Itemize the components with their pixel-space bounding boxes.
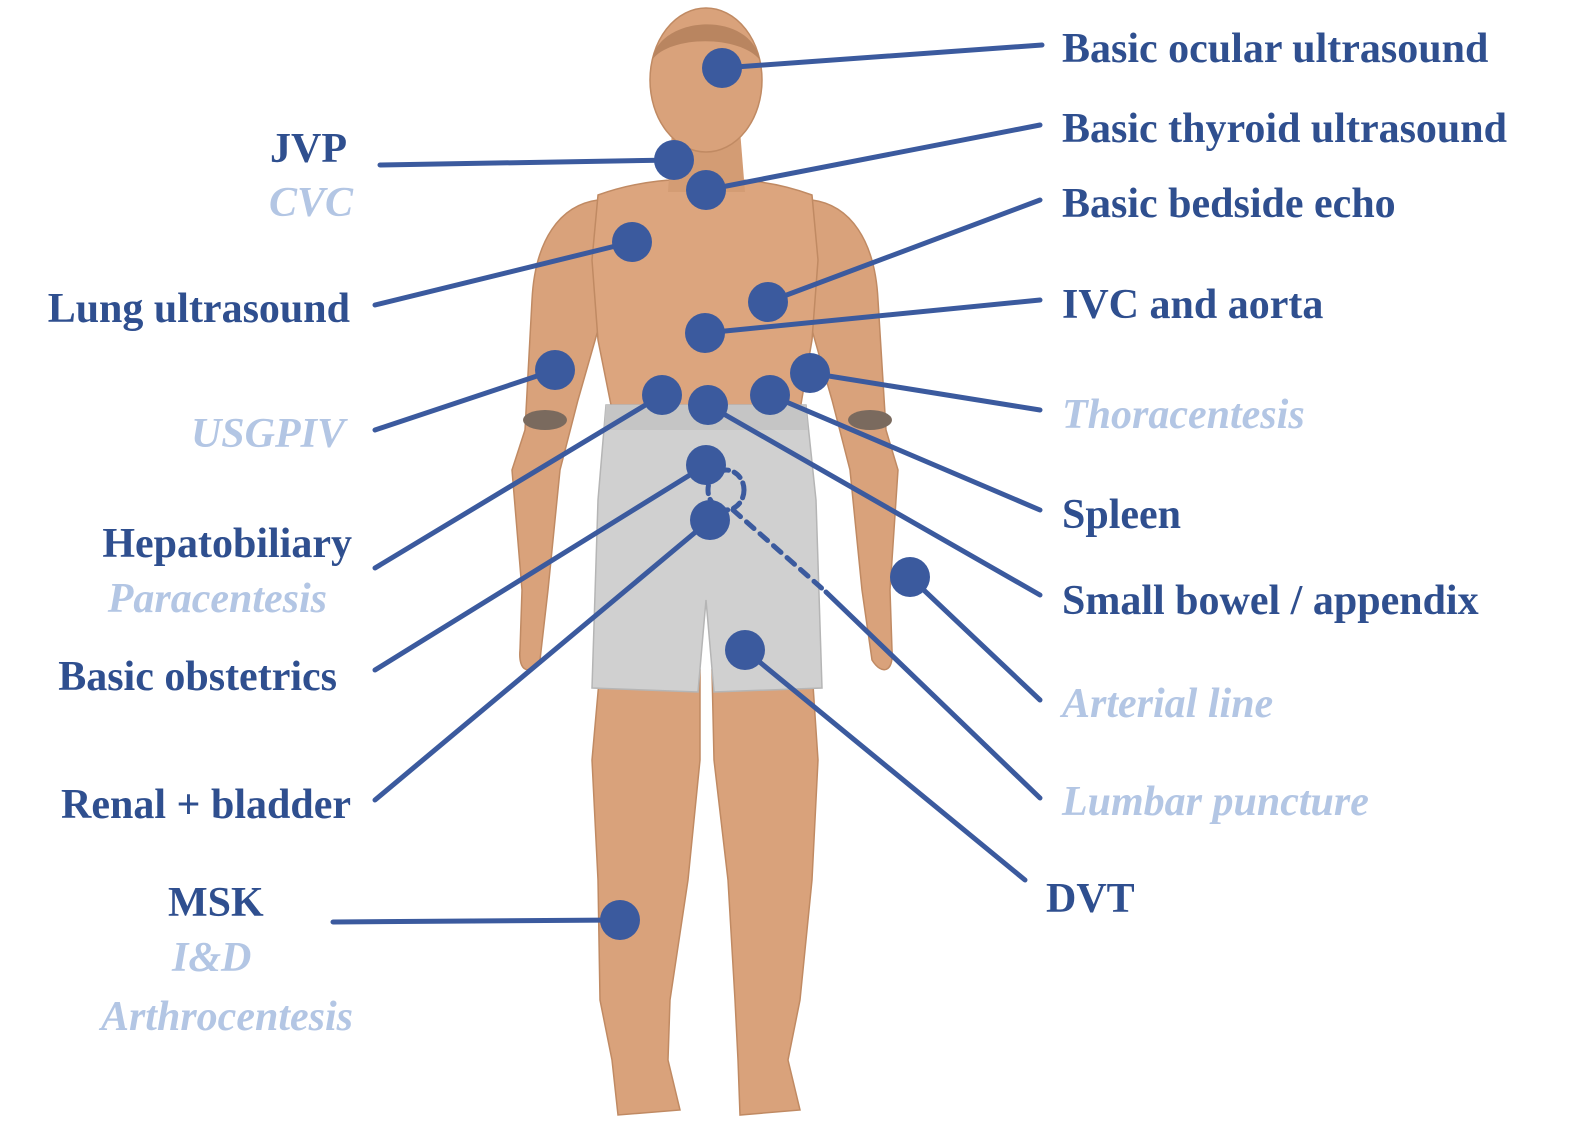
label-iandd: I&D: [172, 937, 251, 979]
marker-usgpiv: [535, 350, 575, 390]
label-arthrocentesis: Arthrocentesis: [101, 996, 353, 1038]
label-lumbar: Lumbar puncture: [1062, 781, 1369, 823]
leader-line-ocular: [722, 45, 1042, 68]
marker-lung: [612, 222, 652, 262]
label-renal: Renal + bladder: [61, 784, 351, 826]
label-lung: Lung ultrasound: [48, 288, 350, 330]
label-jvp: JVP: [270, 128, 347, 170]
marker-obstetrics: [686, 445, 726, 485]
marker-jvp: [654, 140, 694, 180]
marker-ocular: [702, 48, 742, 88]
label-paracentesis: Paracentesis: [108, 578, 327, 620]
marker-ivc: [685, 313, 725, 353]
leader-line-jvp: [380, 160, 674, 165]
label-hepatobiliary: Hepatobiliary: [102, 523, 352, 565]
marker-arterial: [890, 557, 930, 597]
marker-thoracentesis: [790, 353, 830, 393]
leader-line-msk: [333, 920, 620, 922]
left-elbow-joint: [523, 410, 567, 430]
marker-msk: [600, 900, 640, 940]
leader-line-thyroid: [706, 125, 1040, 190]
right-elbow-joint: [848, 410, 892, 430]
marker-thyroid: [686, 170, 726, 210]
label-thyroid: Basic thyroid ultrasound: [1062, 108, 1507, 150]
label-spleen: Spleen: [1062, 494, 1181, 536]
label-thoracentesis: Thoracentesis: [1062, 394, 1305, 436]
label-ocular: Basic ocular ultrasound: [1062, 28, 1488, 70]
label-ivc: IVC and aorta: [1062, 284, 1323, 326]
label-dvt: DVT: [1046, 878, 1135, 920]
right-leg: [712, 670, 818, 1115]
left-leg: [592, 670, 700, 1115]
marker-hepatobiliary: [642, 375, 682, 415]
marker-dvt: [725, 630, 765, 670]
marker-bowel: [688, 385, 728, 425]
label-cvc: CVC: [269, 182, 353, 224]
label-msk: MSK: [168, 882, 264, 924]
label-obstetrics: Basic obstetrics: [58, 656, 337, 698]
marker-renal: [690, 500, 730, 540]
label-arterial: Arterial line: [1062, 683, 1273, 725]
label-bowel: Small bowel / appendix: [1062, 580, 1479, 622]
label-usgpiv: USGPIV: [191, 413, 345, 455]
marker-echo: [748, 282, 788, 322]
leader-line-arterial: [910, 577, 1040, 700]
label-echo: Basic bedside echo: [1062, 183, 1396, 225]
leader-line-lumbar: [826, 592, 1040, 798]
marker-spleen: [750, 375, 790, 415]
